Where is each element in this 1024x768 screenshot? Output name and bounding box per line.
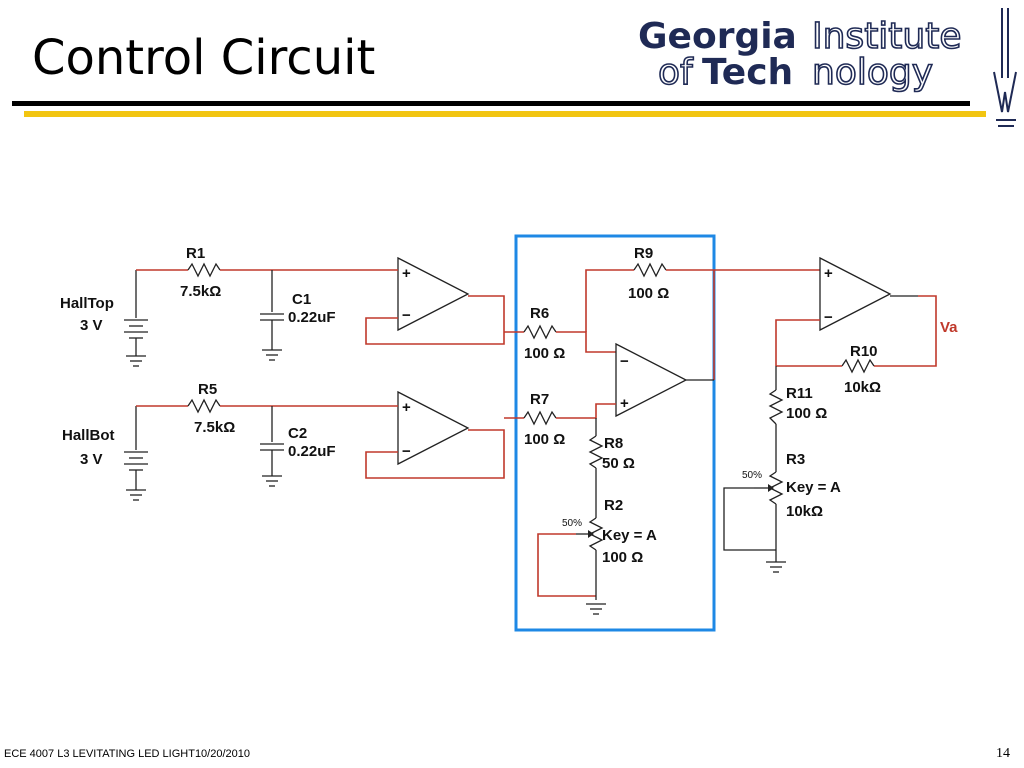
r8-label: R8 (604, 435, 623, 452)
svg-text:−: − (620, 353, 629, 370)
svg-text:−: − (824, 309, 833, 326)
opamp-2 (397, 390, 470, 466)
r2-setting: 50% (562, 518, 582, 529)
hallbot-battery (124, 406, 148, 501)
halltop-battery (124, 270, 148, 367)
r3-value: 10kΩ (786, 503, 823, 520)
opamp-4 (819, 256, 892, 332)
r6-value: 100 Ω (524, 345, 565, 362)
r2-value: 100 Ω (602, 549, 643, 566)
r1-value: 7.5kΩ (180, 283, 221, 300)
r2-key: Key = A (602, 527, 657, 544)
logo-of-text: of (658, 52, 694, 93)
r11-value: 100 Ω (786, 405, 827, 422)
slide-title: Control Circuit (32, 30, 376, 86)
logo-georgia-text: Georgia (638, 16, 797, 57)
svg-text:+: + (402, 399, 411, 416)
r11-resistor (768, 389, 784, 425)
r5-label: R5 (198, 381, 217, 398)
halltop-label: HallTop (60, 295, 114, 312)
logo-tech-text: Tech (702, 52, 793, 93)
r5-resistor (187, 398, 221, 414)
svg-text:+: + (824, 265, 833, 282)
opamp-3 (615, 342, 688, 418)
svg-text:−: − (402, 443, 411, 460)
r7-value: 100 Ω (524, 431, 565, 448)
r3-key: Key = A (786, 479, 841, 496)
r8-value: 50 Ω (602, 455, 635, 472)
logo-nology-text: nology (812, 52, 933, 93)
title-accent-rule (24, 111, 986, 117)
c1-value: 0.22uF (288, 309, 336, 326)
r10-value: 10kΩ (844, 379, 881, 396)
r1-resistor (187, 262, 221, 278)
r9-resistor (633, 262, 667, 278)
r7-resistor (523, 410, 557, 426)
differential-stage-highlight (514, 234, 716, 632)
r9-value: 100 Ω (628, 285, 669, 302)
halltop-voltage: 3 V (80, 317, 103, 334)
r6-resistor (523, 324, 557, 340)
slide-footer: ECE 4007 L3 LEVITATING LED LIGHT10/20/20… (4, 748, 250, 760)
r8-resistor (588, 435, 604, 469)
logo-institute-text: Institute (812, 16, 962, 57)
georgia-tech-logo: Georgia Institute of Tech nology (638, 8, 1017, 127)
r2-label: R2 (604, 497, 623, 514)
r3-label: R3 (786, 451, 805, 468)
tech-tower-icon (993, 8, 1017, 127)
control-circuit-schematic: HallTop 3 V R1 7.5kΩ C1 0.22uF + − HallB… (60, 234, 958, 632)
page-number: 14 (996, 746, 1010, 761)
r5-value: 7.5kΩ (194, 419, 235, 436)
c2-value: 0.22uF (288, 443, 336, 460)
title-underline (12, 101, 970, 106)
r10-resistor (841, 358, 875, 374)
c1-label: C1 (292, 291, 311, 308)
svg-text:−: − (402, 307, 411, 324)
r10-label: R10 (850, 343, 878, 360)
opamp-1 (397, 256, 470, 332)
hallbot-voltage: 3 V (80, 451, 103, 468)
c2-label: C2 (288, 425, 307, 442)
svg-text:+: + (620, 395, 629, 412)
r1-label: R1 (186, 245, 205, 262)
r9-label: R9 (634, 245, 653, 262)
r6-label: R6 (530, 305, 549, 322)
svg-text:+: + (402, 265, 411, 282)
r3-setting: 50% (742, 470, 762, 481)
r11-label: R11 (786, 385, 813, 402)
r7-label: R7 (530, 391, 549, 408)
hallbot-label: HallBot (62, 427, 115, 444)
output-va-label: Va (940, 319, 958, 336)
